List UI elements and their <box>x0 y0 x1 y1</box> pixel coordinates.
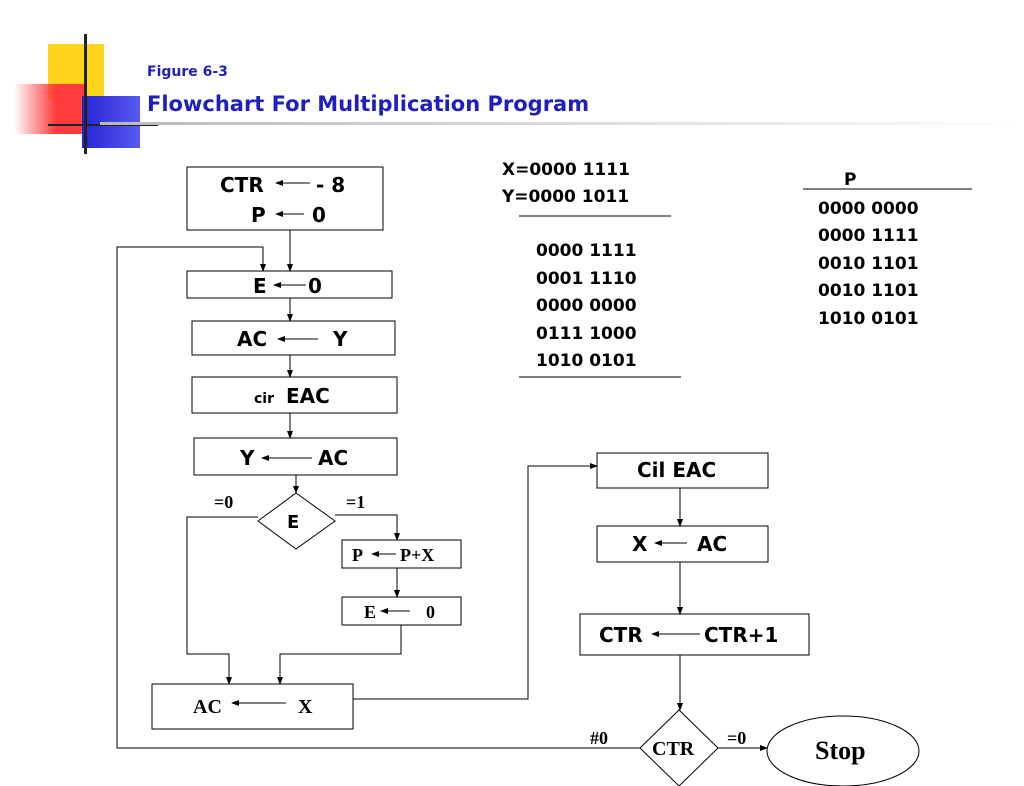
clear-e-left: E <box>253 274 267 298</box>
logo-horizontal-line <box>48 124 158 126</box>
store-y-right: AC <box>318 446 348 470</box>
p-table-value-4: 0010 1101 <box>818 281 919 301</box>
circulate-text: EAC <box>286 384 330 408</box>
inc-box <box>579 613 810 656</box>
decision-e-diamond <box>257 492 336 550</box>
cil-box <box>596 452 769 489</box>
init-p-label: P <box>251 203 266 227</box>
store-x-left: X <box>632 532 648 556</box>
logo-vertical-line <box>84 34 87 154</box>
p-table-value-5: 1010 0101 <box>818 309 919 329</box>
branch-zero-label: =0 <box>214 492 233 512</box>
load-x-box <box>151 683 354 730</box>
calc-partial-5: 1010 0101 <box>536 351 637 371</box>
init-ctr-value: - 8 <box>316 173 345 197</box>
stop-label: Stop <box>815 736 866 765</box>
inc-left: CTR <box>599 623 643 647</box>
store-x-box <box>596 525 769 563</box>
branch-one-label: =1 <box>346 492 365 512</box>
calc-y-line: Y=0000 1011 <box>502 187 630 207</box>
load-ac-box <box>191 320 396 356</box>
decision-ctr-diamond <box>639 709 719 786</box>
clear-e-right: 0 <box>308 274 322 298</box>
add-right: P+X <box>400 545 434 565</box>
add-box <box>341 539 462 569</box>
circulate-box <box>191 376 398 414</box>
p-table-header: P <box>844 170 857 190</box>
init-ctr-label: CTR <box>220 173 264 197</box>
calc-partial-2: 0001 1110 <box>536 269 637 289</box>
store-y-box <box>193 437 398 476</box>
cil-text: Cil EAC <box>637 458 716 482</box>
calc-partial-3: 0000 0000 <box>536 296 637 316</box>
clear-e2-left: E <box>364 602 376 622</box>
calc-x-line: X=0000 1111 <box>502 160 630 180</box>
figure-label: Figure 6-3 <box>147 64 228 80</box>
decision-e-label: E <box>287 512 299 533</box>
calc-partial-4: 0111 1000 <box>536 324 637 344</box>
load-ac-right: Y <box>332 327 348 351</box>
p-table-value-1: 0000 0000 <box>818 199 919 219</box>
store-y-left: Y <box>239 446 255 470</box>
branch-nonzero-label: #0 <box>590 728 608 748</box>
title-underline <box>100 122 1020 125</box>
page-title: Flowchart For Multiplication Program <box>147 92 590 116</box>
add-left: P <box>352 545 363 565</box>
stop-ellipse <box>766 715 920 786</box>
load-x-left: AC <box>193 696 222 718</box>
p-table-value-3: 0010 1101 <box>818 254 919 274</box>
init-p-value: 0 <box>312 203 326 227</box>
clear-e2-right: 0 <box>426 602 435 622</box>
load-x-right: X <box>298 696 313 718</box>
load-ac-left: AC <box>237 327 267 351</box>
branch-ctr-zero-label: =0 <box>727 728 746 748</box>
store-x-right: AC <box>697 532 727 556</box>
inc-right: CTR+1 <box>704 623 778 647</box>
circulate-prefix: cir <box>254 391 274 407</box>
calc-partial-1: 0000 1111 <box>536 241 637 261</box>
p-table-value-2: 0000 1111 <box>818 226 919 246</box>
decision-ctr-label: CTR <box>652 738 695 760</box>
init-box <box>186 166 384 231</box>
